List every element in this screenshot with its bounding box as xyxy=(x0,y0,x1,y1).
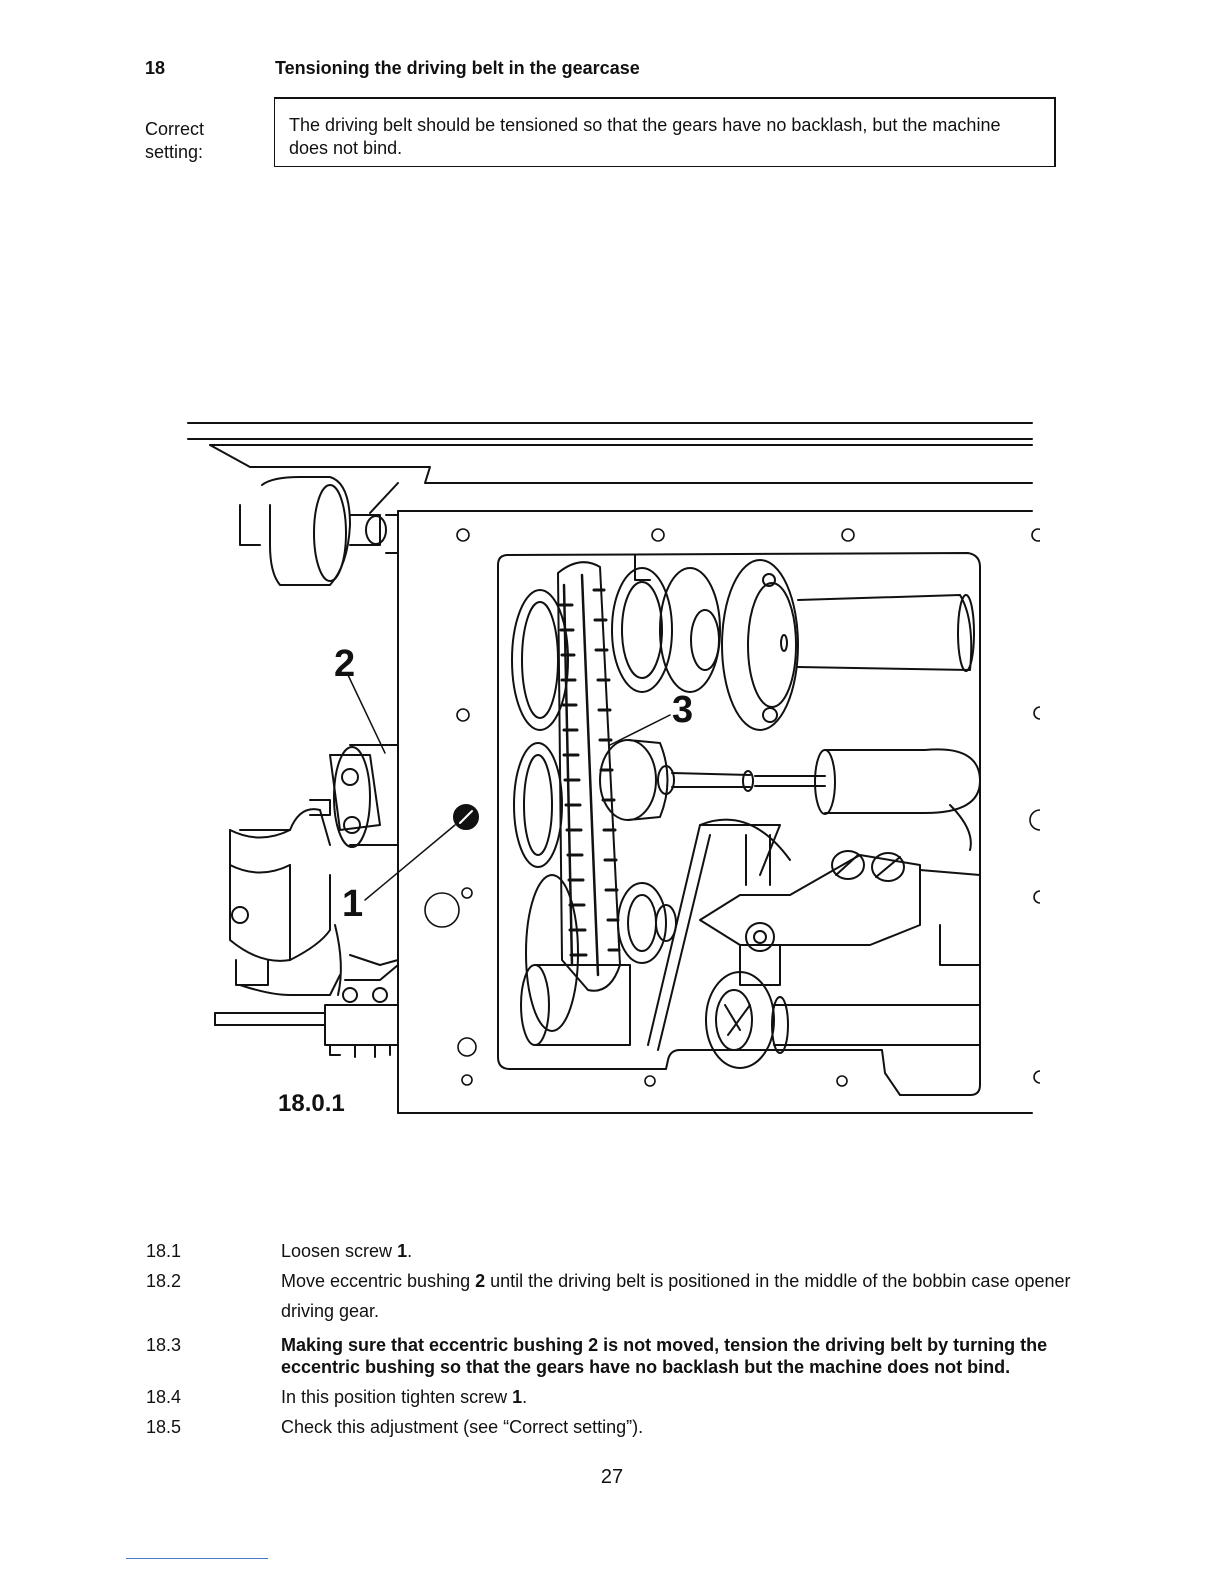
correct-setting-box: The driving belt should be tensioned so … xyxy=(274,97,1056,167)
page-number: 27 xyxy=(600,1466,624,1488)
step-number: 18.2 xyxy=(146,1271,182,1291)
callout-2: 2 xyxy=(334,643,356,685)
step-text: Move eccentric bushing 2 until the drivi… xyxy=(281,1271,1071,1321)
step-number: 18.1 xyxy=(146,1241,182,1261)
step-text: Loosen screw 1. xyxy=(281,1241,413,1261)
step-number: 18.3 xyxy=(146,1335,182,1355)
callout-1: 1 xyxy=(342,883,364,925)
correct-setting-label-line1: Correct xyxy=(145,119,205,139)
step-number: 18.4 xyxy=(146,1387,182,1407)
step-18-2: 18.2 Move eccentric bushing 2 until the … xyxy=(146,1270,1076,1326)
section-title: Tensioning the driving belt in the gearc… xyxy=(275,58,640,78)
footer-divider xyxy=(126,1558,268,1559)
step-18-4: 18.4 In this position tighten screw 1. xyxy=(146,1386,1076,1408)
step-number: 18.5 xyxy=(146,1417,182,1437)
section-number: 18 xyxy=(145,58,166,78)
correct-setting-label: Correct setting: xyxy=(145,118,255,164)
gearcase-drawing xyxy=(187,422,1051,1114)
gearcase-figure: 2 1 3 xyxy=(180,405,1051,1125)
step-text: In this position tighten screw 1. xyxy=(281,1387,528,1407)
step-18-1: 18.1 Loosen screw 1. xyxy=(146,1240,1076,1262)
steps-list: 18.1 Loosen screw 1. 18.2 Move eccentric… xyxy=(146,1240,1076,1446)
correct-setting-label-line2: setting: xyxy=(145,142,204,162)
callout-3: 3 xyxy=(672,689,694,731)
step-18-5: 18.5 Check this adjustment (see “Correct… xyxy=(146,1416,1076,1438)
step-18-3: 18.3 Making sure that eccentric bushing … xyxy=(146,1334,1076,1378)
step-text: Check this adjustment (see “Correct sett… xyxy=(281,1417,644,1437)
figure-label: 18.0.1 xyxy=(278,1090,345,1117)
step-text: Making sure that eccentric bushing 2 is … xyxy=(281,1335,1048,1377)
